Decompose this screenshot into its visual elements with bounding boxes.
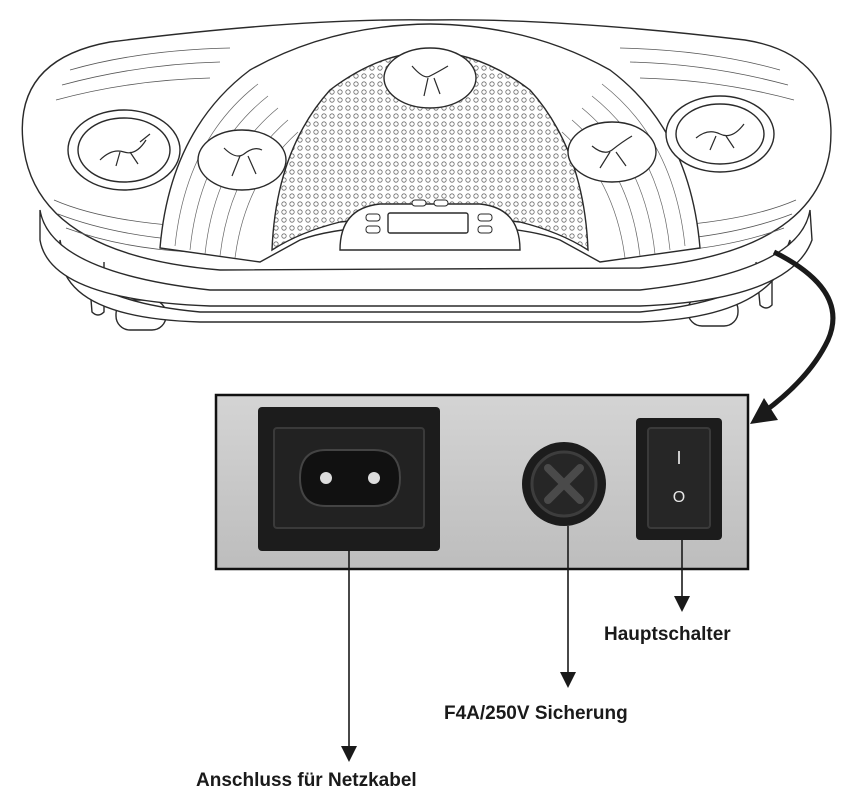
rear-panel: I O [214,393,750,571]
label-main-switch: Hauptschalter [604,624,731,645]
callout-curved-arrowhead [750,398,778,424]
switch-on-mark: I [676,448,681,468]
switch-off-mark: O [673,489,685,506]
fuse-cross-icon [544,464,584,504]
logo-icon [591,135,633,169]
socket-opening [298,449,402,507]
fuse-holder [522,442,606,526]
control-display [387,212,469,234]
logo-icon [99,133,151,167]
socket-pin-left [320,472,332,484]
power-socket [258,407,440,551]
foot-pad-outer-left [67,109,181,191]
logo-icon [223,147,263,177]
label-power-socket: Anschluss für Netzkabel [196,770,417,791]
foot-pad-inner-right [567,121,657,183]
vibration-platform [21,19,832,331]
control-buttons [365,199,493,234]
foot-pad-outer-right [665,95,775,173]
foot-pad-inner-left [197,129,287,191]
main-switch: I O [636,418,722,540]
logo-icon [411,65,449,97]
socket-pin-right [368,472,380,484]
callout-lines [341,526,690,762]
logo-icon [695,123,745,151]
callout-curved-arrow [762,249,836,415]
foot-pad-center [383,47,477,109]
platform-body-band [39,209,813,307]
label-fuse: F4A/250V Sicherung [444,703,628,724]
